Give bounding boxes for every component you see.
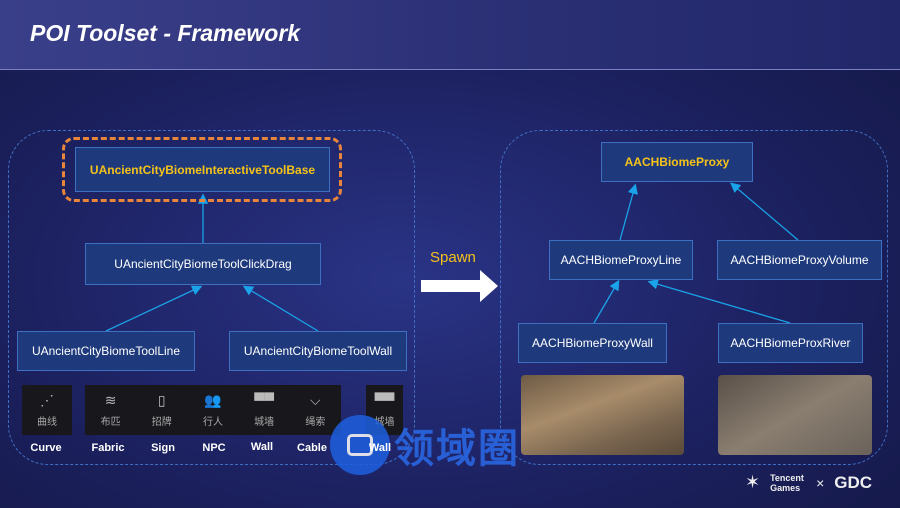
npc-icon: 👥	[204, 392, 222, 408]
title-bar	[0, 0, 900, 70]
left-container	[8, 130, 415, 465]
toolline-class-box: UAncientCityBiomeToolLine	[17, 331, 195, 371]
spawn-label: Spawn	[430, 249, 476, 266]
tool-cn-label: 绳索	[305, 417, 326, 428]
footer-logos: ✶ Tencent Games × GDC	[745, 472, 872, 493]
tool-label: Wall	[250, 441, 274, 453]
times-separator: ×	[816, 474, 825, 491]
tool-cn-label: 曲线	[37, 417, 57, 428]
tool-cn-label: 行人	[202, 417, 223, 428]
wall-icon: ▀▀	[254, 392, 275, 408]
proxyriver-class-box: AACHBiomeProxRiver	[718, 323, 863, 363]
wall-icon: ▀▀	[374, 392, 395, 408]
wall-tool-tile: ▀▀ 城墙	[366, 385, 403, 435]
tool-cn-label: 城墙	[374, 417, 395, 428]
right-container	[500, 130, 888, 465]
watermark-text: 领域圈	[394, 427, 520, 471]
tool-label: Fabric	[91, 442, 125, 454]
tool-label: Sign	[151, 442, 175, 454]
tool-label: Cable	[297, 442, 327, 454]
tool-label: Wall	[368, 442, 392, 454]
spawn-arrow-icon	[421, 270, 498, 302]
arrow-volume-proxy	[730, 182, 799, 241]
tencent-games-logo: Tencent Games	[770, 472, 804, 493]
proxy-class-box: AACHBiomeProxy	[601, 142, 753, 182]
arrow-line-proxy	[619, 183, 638, 241]
tencent-logo-icon: ✶	[745, 472, 761, 492]
tool-cn-label: 招牌	[151, 417, 172, 428]
proxyvolume-class-box: AACHBiomeProxyVolume	[717, 240, 882, 280]
toolwall-class-box: UAncientCityBiomeToolWall	[229, 331, 407, 371]
proxyline-class-box: AACHBiomeProxyLine	[549, 240, 693, 280]
arrow-river-line	[647, 279, 791, 324]
tool-label: Curve	[30, 442, 62, 454]
river-screenshot-image	[718, 375, 872, 455]
watermark: 领域圈	[330, 415, 520, 475]
fabric-icon: ≋	[104, 392, 117, 408]
proxywall-class-box: AACHBiomeProxyWall	[518, 323, 667, 363]
arrow-wall-clickdrag	[242, 285, 319, 332]
base-class-box: UAncientCityBiomeInteractiveToolBase	[75, 147, 330, 192]
curve-icon: ⋰	[40, 392, 54, 408]
arrow-wall-line	[593, 279, 620, 324]
wall-screenshot-image	[521, 375, 684, 455]
clickdrag-class-box: UAncientCityBiomeToolClickDrag	[85, 243, 321, 285]
sign-icon: ▯	[157, 392, 166, 408]
slide-title: POI Toolset - Framework	[30, 20, 301, 46]
cable-icon: ⌵	[310, 392, 321, 408]
arrow-line-clickdrag	[105, 285, 203, 332]
highlight-frame	[62, 137, 342, 202]
gdc-logo: GDC	[834, 472, 873, 492]
watermark-logo-icon	[330, 415, 390, 475]
tool-label: NPC	[202, 442, 226, 454]
tool-group-tile: ≋ 布匹 ▯ 招牌 👥 行人 ▀▀ 城墙 ⌵ 绳索	[85, 385, 341, 435]
tool-cn-label: 布匹	[100, 417, 121, 428]
curve-tool-tile: ⋰ 曲线	[22, 385, 72, 435]
tool-cn-label: 城墙	[254, 417, 275, 428]
